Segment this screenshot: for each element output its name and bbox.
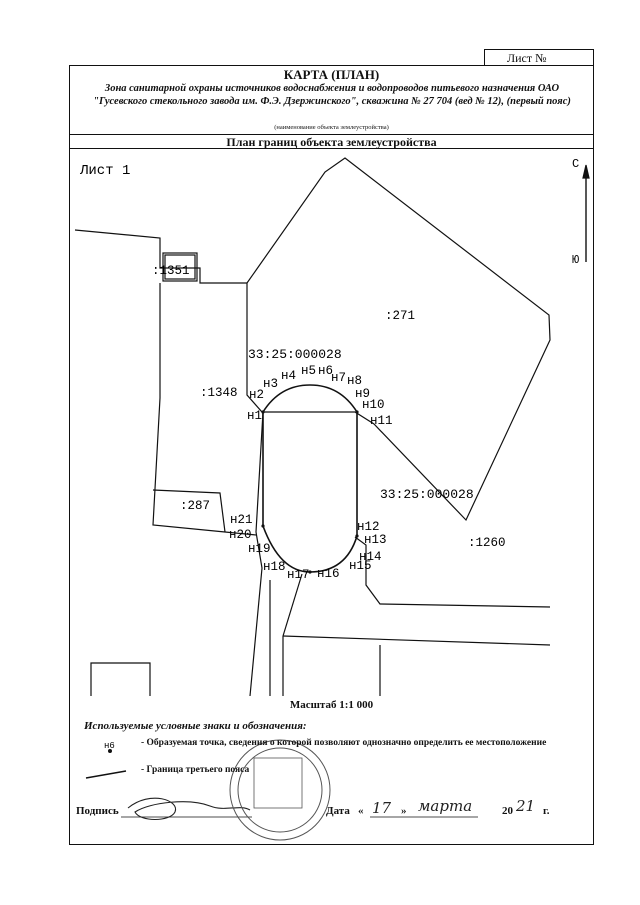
sheet-number-label: Лист № bbox=[484, 49, 594, 65]
point-label: н7 bbox=[331, 371, 346, 385]
date-year-suffix: 21 bbox=[516, 797, 536, 815]
point-label: н20 bbox=[229, 528, 252, 542]
parcel-label: :271 bbox=[385, 309, 415, 323]
parcel-label: :1351 bbox=[152, 264, 190, 278]
signature-label: Подпись bbox=[76, 805, 119, 817]
legend-line-symbol bbox=[85, 770, 127, 779]
point-label: н3 bbox=[263, 377, 278, 391]
cadastral-quarter-label: 33:25:000028 bbox=[248, 347, 342, 362]
point-label: н21 bbox=[230, 513, 253, 527]
object-name-note: (наименование объекта землеустройства) bbox=[274, 124, 389, 131]
point-label: н18 bbox=[263, 560, 286, 574]
document-title: КАРТА (ПЛАН) bbox=[283, 67, 380, 82]
date-label: Дата bbox=[326, 805, 350, 817]
date-close-quote: » bbox=[401, 805, 407, 817]
compass-south-label: Ю bbox=[572, 253, 579, 267]
map-scale: Масштаб 1:1 000 bbox=[289, 699, 374, 711]
point-label: н13 bbox=[364, 533, 387, 547]
point-label: н4 bbox=[281, 369, 296, 383]
signature-scribble bbox=[127, 797, 251, 821]
cadastral-quarter-label: 33:25:000028 bbox=[380, 487, 474, 502]
legend-point-description: - Образуемая точка, сведения о которой п… bbox=[141, 738, 547, 748]
legend-line-description: - Граница третьего пояса bbox=[141, 765, 250, 775]
point-label: н9 bbox=[355, 387, 370, 401]
parcel-271-boundary bbox=[246, 157, 551, 522]
date-year-end: г. bbox=[543, 805, 550, 817]
map-page-label: Лист 1 bbox=[79, 163, 130, 179]
point-label: н5 bbox=[301, 364, 316, 378]
plan-title: План границ объекта землеустройства bbox=[69, 134, 594, 149]
point-label: н12 bbox=[357, 520, 380, 534]
point-label: н17 bbox=[287, 568, 310, 582]
compass-north-label: С bbox=[572, 157, 579, 171]
point-label: н8 bbox=[347, 374, 362, 388]
parcel-label: :1260 bbox=[468, 536, 506, 550]
point-label: н16 bbox=[317, 567, 340, 581]
parcel-label: :287 bbox=[180, 499, 210, 513]
point-label: н6 bbox=[318, 364, 333, 378]
point-label: н15 bbox=[349, 559, 372, 573]
legend-point-dot bbox=[108, 749, 112, 753]
parcel-1348-boundary bbox=[74, 229, 247, 284]
point-label: н10 bbox=[362, 398, 385, 412]
date-open-quote: « bbox=[358, 805, 364, 817]
point-label: н19 bbox=[248, 542, 271, 556]
parcel-1260-boundary bbox=[354, 536, 551, 608]
date-year-prefix: 20 bbox=[502, 805, 513, 817]
point-label: н1 bbox=[247, 409, 262, 423]
legend-point-symbol: н6 bbox=[104, 741, 115, 751]
seal-stamp bbox=[229, 739, 331, 841]
point-label: н2 bbox=[249, 388, 264, 402]
point-label: н14 bbox=[359, 550, 382, 564]
date-day: 17 bbox=[372, 799, 392, 817]
legend-title: Используемые условные знаки и обозначени… bbox=[84, 720, 307, 732]
document-subtitle: Зона санитарной охраны источников водосн… bbox=[93, 83, 571, 107]
quarter-boundary bbox=[262, 384, 358, 573]
date-month: марта bbox=[418, 797, 473, 815]
document-frame bbox=[69, 65, 594, 845]
parcel-label: :1348 bbox=[200, 386, 238, 400]
point-label: н11 bbox=[370, 414, 393, 428]
